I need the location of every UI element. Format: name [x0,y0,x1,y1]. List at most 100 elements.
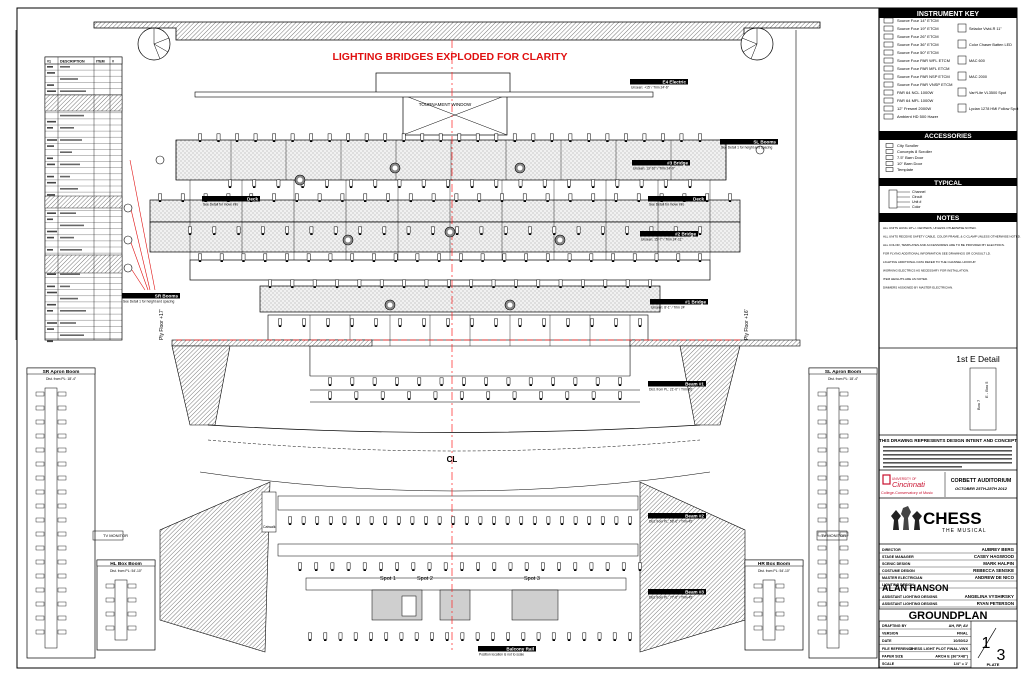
fixture-tag [560,523,564,525]
fixture-tag [541,569,545,571]
fixture-tag [615,523,618,525]
fixture-tag [484,384,488,386]
position-sub: See Detail 1 for height and spacing [123,300,174,304]
fixture [323,632,328,640]
position-name: Beam #1 [685,381,704,386]
accessory-symbol [885,161,894,166]
fixture [625,279,630,287]
sheet-key: VERSION [882,632,899,636]
fixture [402,279,406,287]
fixture-tag [664,186,667,188]
note-line: ALL UNITS HUNG 18"+/- CENTERS, UNLESS OT… [883,226,977,230]
key-symbol [883,73,894,80]
fixture [398,318,402,326]
fixture-tag [313,286,316,288]
fixture [573,516,578,524]
fixture [446,179,450,187]
fixture-tag [272,140,276,142]
fixture-tag [596,384,599,386]
fixture [698,253,702,261]
credit-name: ANDREW DE NICO [975,575,1015,580]
table-cell-mark [47,90,56,92]
table-cell-mark [60,90,86,92]
fixture-tag [374,325,378,327]
fixture-tag [421,140,424,142]
boom-name: SL Apron Boom [825,369,861,375]
fixture [285,253,289,261]
key-symbol [883,25,894,32]
fixture [590,318,594,326]
typical-item: Channel [912,190,926,194]
moving-light-lens [345,237,351,243]
fixture-tag [614,200,618,202]
fixture-tag [546,260,550,262]
fixture-tag [254,140,257,142]
fixture [438,133,443,141]
fixture-tag [430,639,434,641]
table-cell-mark [47,310,53,312]
fixture [198,133,202,141]
key-symbol [883,97,894,104]
fixture-tag [601,523,604,525]
fixture-tag [479,523,482,525]
fixture-tag [452,523,455,525]
moving-light-lens [387,302,393,308]
credit-role: STAGE MANAGER [882,555,914,559]
fixture-tag [462,384,466,386]
fixture-tag [235,140,239,142]
fixture-tag [537,639,540,641]
credit-name: RYAN PETERSON [977,601,1014,606]
fixture-tag [532,140,535,142]
fixture-tag [525,569,528,571]
table-cell-mark [47,66,53,68]
fixture [605,562,610,570]
note-line: LIGHTING ADDITIONAL DATA REFER TO THE CH… [883,260,976,264]
fixture-tag [301,186,304,188]
fixture [424,516,428,524]
fixture [457,133,462,141]
fixture-tag [491,639,495,641]
fixture [420,133,425,141]
fixture [502,253,507,261]
position-name: #1 Bridge [685,299,706,304]
fixture [478,516,483,524]
fixture [369,632,373,640]
fixture [624,133,628,141]
fixture [401,133,406,141]
fixture [431,226,435,234]
fixture [480,253,485,261]
fixture-tag [198,140,202,142]
fixture-tag [528,233,532,235]
fixture [595,377,600,385]
fixture [415,253,420,261]
fixture-tag [637,200,640,202]
fixture-tag [398,186,401,188]
table-cell-mark [60,139,82,141]
fixture-tag [402,286,406,288]
fixture [484,377,489,385]
table-cell-mark [47,139,57,141]
key-symbol [883,113,894,120]
fixture [545,253,550,261]
fixture [500,193,504,201]
fixture-tag [379,569,383,571]
fixture-tag [425,286,428,288]
position-name: Deck [693,196,704,201]
fixture-tag [394,260,397,262]
fixture-tag [324,639,327,641]
table-cell-mark [47,84,54,86]
table-cell-mark [60,273,80,275]
fixture [541,562,545,570]
fixture [551,632,556,640]
fixture-tag [407,398,411,400]
fixture [566,318,570,326]
fixture [357,279,362,287]
key-item: MAC 2000 [969,75,987,79]
fixture [475,133,480,141]
fixture-tag [358,286,361,288]
fixture-tag [476,569,480,571]
key-item: Source Four 36° ETCM [897,42,939,47]
position-name: Balcony Rail [506,646,534,651]
